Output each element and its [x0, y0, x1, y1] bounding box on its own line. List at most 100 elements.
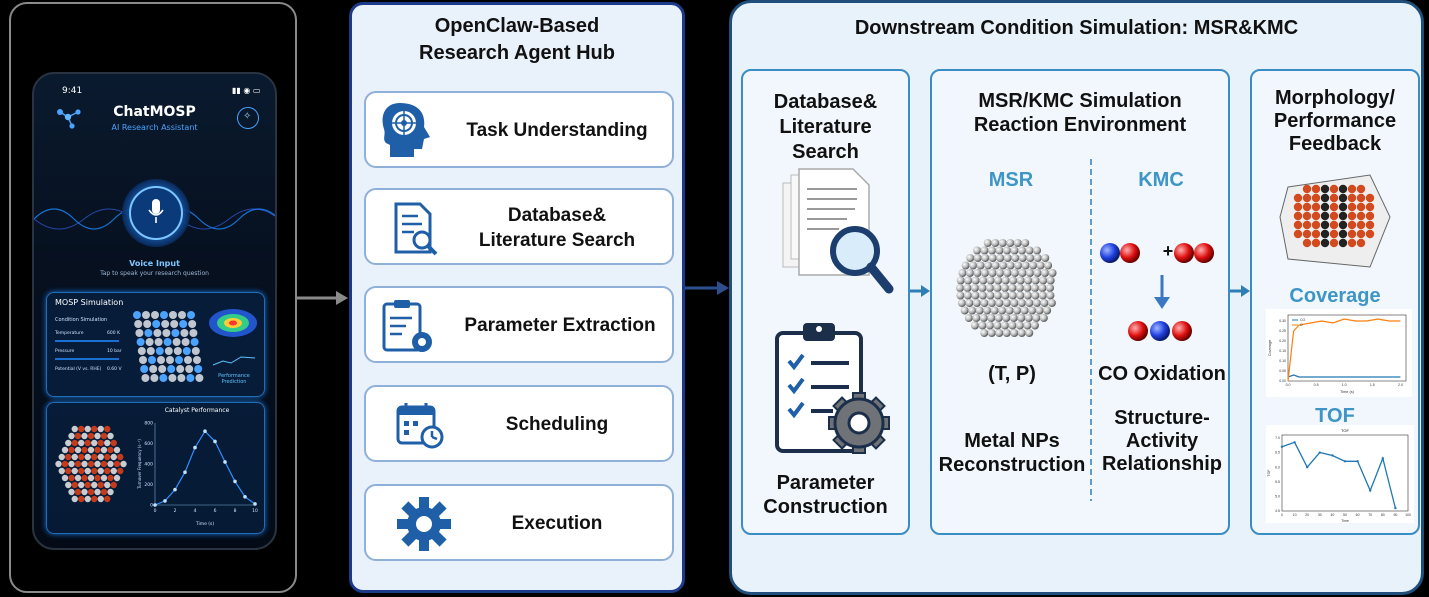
atom: [1043, 306, 1052, 315]
atom: [1024, 314, 1033, 322]
atom: [1003, 246, 1012, 255]
atom: [91, 495, 98, 503]
catalyst-point: [193, 445, 197, 450]
atom: [74, 488, 82, 496]
sim-row-value: 10 bar: [107, 349, 122, 354]
temperature-slider[interactable]: [55, 340, 119, 342]
atom: [1302, 238, 1312, 248]
atom: [1329, 220, 1339, 230]
param-title: Parameter Construction: [743, 471, 908, 519]
atom: [1293, 229, 1303, 239]
gear-tooth: [397, 519, 409, 529]
atom: [1021, 239, 1030, 247]
sim-condition: Condition Simulation: [55, 317, 108, 323]
atom: [190, 338, 199, 346]
atom: [1356, 238, 1366, 248]
catalyst-point: [243, 495, 247, 499]
metal-label-line2: Reconstruction: [938, 454, 1086, 476]
param-title-line2: Construction: [763, 496, 888, 518]
mosp-simulation-card[interactable]: MOSP Simulation Condition Simulation Tem…: [46, 292, 265, 397]
phone-mockup: 9:41 ▮▮ ◉ ▭ ChatMOSP AI Research Assista…: [32, 72, 277, 550]
sim-row-value: 0.60 V: [107, 367, 122, 372]
hub-item-scheduling[interactable]: Scheduling: [364, 385, 674, 462]
hub-item-database-search[interactable]: Database& Literature Search: [364, 188, 674, 265]
atom: [133, 311, 141, 319]
atom: [978, 291, 987, 300]
atom: [65, 439, 72, 447]
atom: [987, 314, 996, 322]
atom: [68, 446, 75, 454]
catalyst-point: [223, 460, 227, 464]
sar-label: Structure- Activity Relationship: [1088, 407, 1236, 476]
atom: [995, 246, 1004, 255]
sparkle-button[interactable]: ✧: [237, 107, 259, 129]
pressure-slider[interactable]: [55, 358, 119, 360]
atom: [61, 474, 69, 482]
tof-inner-title: TOF: [1341, 428, 1349, 433]
atom: [113, 446, 121, 454]
atom: [994, 314, 1003, 322]
tof-ytick: 5.5: [1275, 480, 1280, 484]
catalyst-series-line: [154, 430, 256, 506]
database-box: Database& Literature Search Parameter Co…: [741, 69, 910, 535]
atom: [980, 246, 989, 255]
atom: [65, 453, 72, 461]
atom: [1293, 211, 1303, 221]
molecule-logo-icon: [57, 109, 81, 129]
atom: [55, 460, 62, 468]
tof-ytick: 6.5: [1275, 451, 1280, 455]
atom: [142, 311, 150, 319]
atom: [178, 311, 186, 319]
atom: [1048, 269, 1057, 277]
coverage-ytick: 0.30: [1279, 319, 1286, 323]
atom: [1005, 306, 1014, 315]
metal-label: Metal NPs Reconstruction: [932, 429, 1092, 477]
atom: [78, 439, 85, 447]
atom: [1031, 276, 1040, 285]
tof-xtick: 70: [1368, 513, 1372, 517]
atom: [979, 314, 988, 322]
atom: [1338, 193, 1348, 203]
atom: [966, 254, 975, 262]
tof-point: [1280, 445, 1284, 448]
atom: [1311, 184, 1321, 194]
atom: [71, 453, 78, 461]
sar-label-line2: Activity: [1125, 430, 1199, 452]
hub-item-parameter-extraction[interactable]: Parameter Extraction: [364, 286, 674, 363]
coverage-xtick: 0.0: [1286, 383, 1291, 387]
atom: [1033, 269, 1042, 277]
atom: [1009, 314, 1018, 322]
atom: [987, 329, 996, 337]
atom: [113, 460, 121, 468]
atom: [1008, 284, 1017, 292]
tp-label: (T, P): [988, 363, 1036, 385]
atom: [61, 460, 69, 468]
atom: [1311, 238, 1321, 248]
atom: [970, 321, 979, 330]
atom: [94, 446, 101, 454]
atom: [1293, 193, 1303, 203]
hub-item-execution[interactable]: Execution: [364, 484, 674, 561]
atom: [988, 269, 997, 277]
atom: [960, 306, 969, 315]
db-title-line2: Literature: [779, 116, 872, 138]
microphone-icon[interactable]: [147, 198, 165, 226]
catalyst-xlabel: Time (s): [195, 521, 215, 527]
atom: [150, 374, 159, 382]
tof-xtick: 90: [1393, 513, 1397, 517]
atom: [996, 254, 1005, 262]
hub-item-label: Literature Search: [478, 230, 636, 251]
atom: [176, 365, 185, 373]
atom: [1338, 184, 1348, 194]
atom: [87, 460, 95, 468]
atom: [1347, 220, 1357, 230]
atom: [100, 488, 108, 496]
catalyst-title: Catalyst Performance: [164, 407, 230, 414]
atom: [1018, 269, 1027, 277]
hub-item-task-understanding[interactable]: Task Understanding: [364, 91, 674, 168]
atom: [1031, 284, 1040, 292]
atom: [1356, 184, 1366, 194]
tof-point: [1293, 441, 1296, 444]
